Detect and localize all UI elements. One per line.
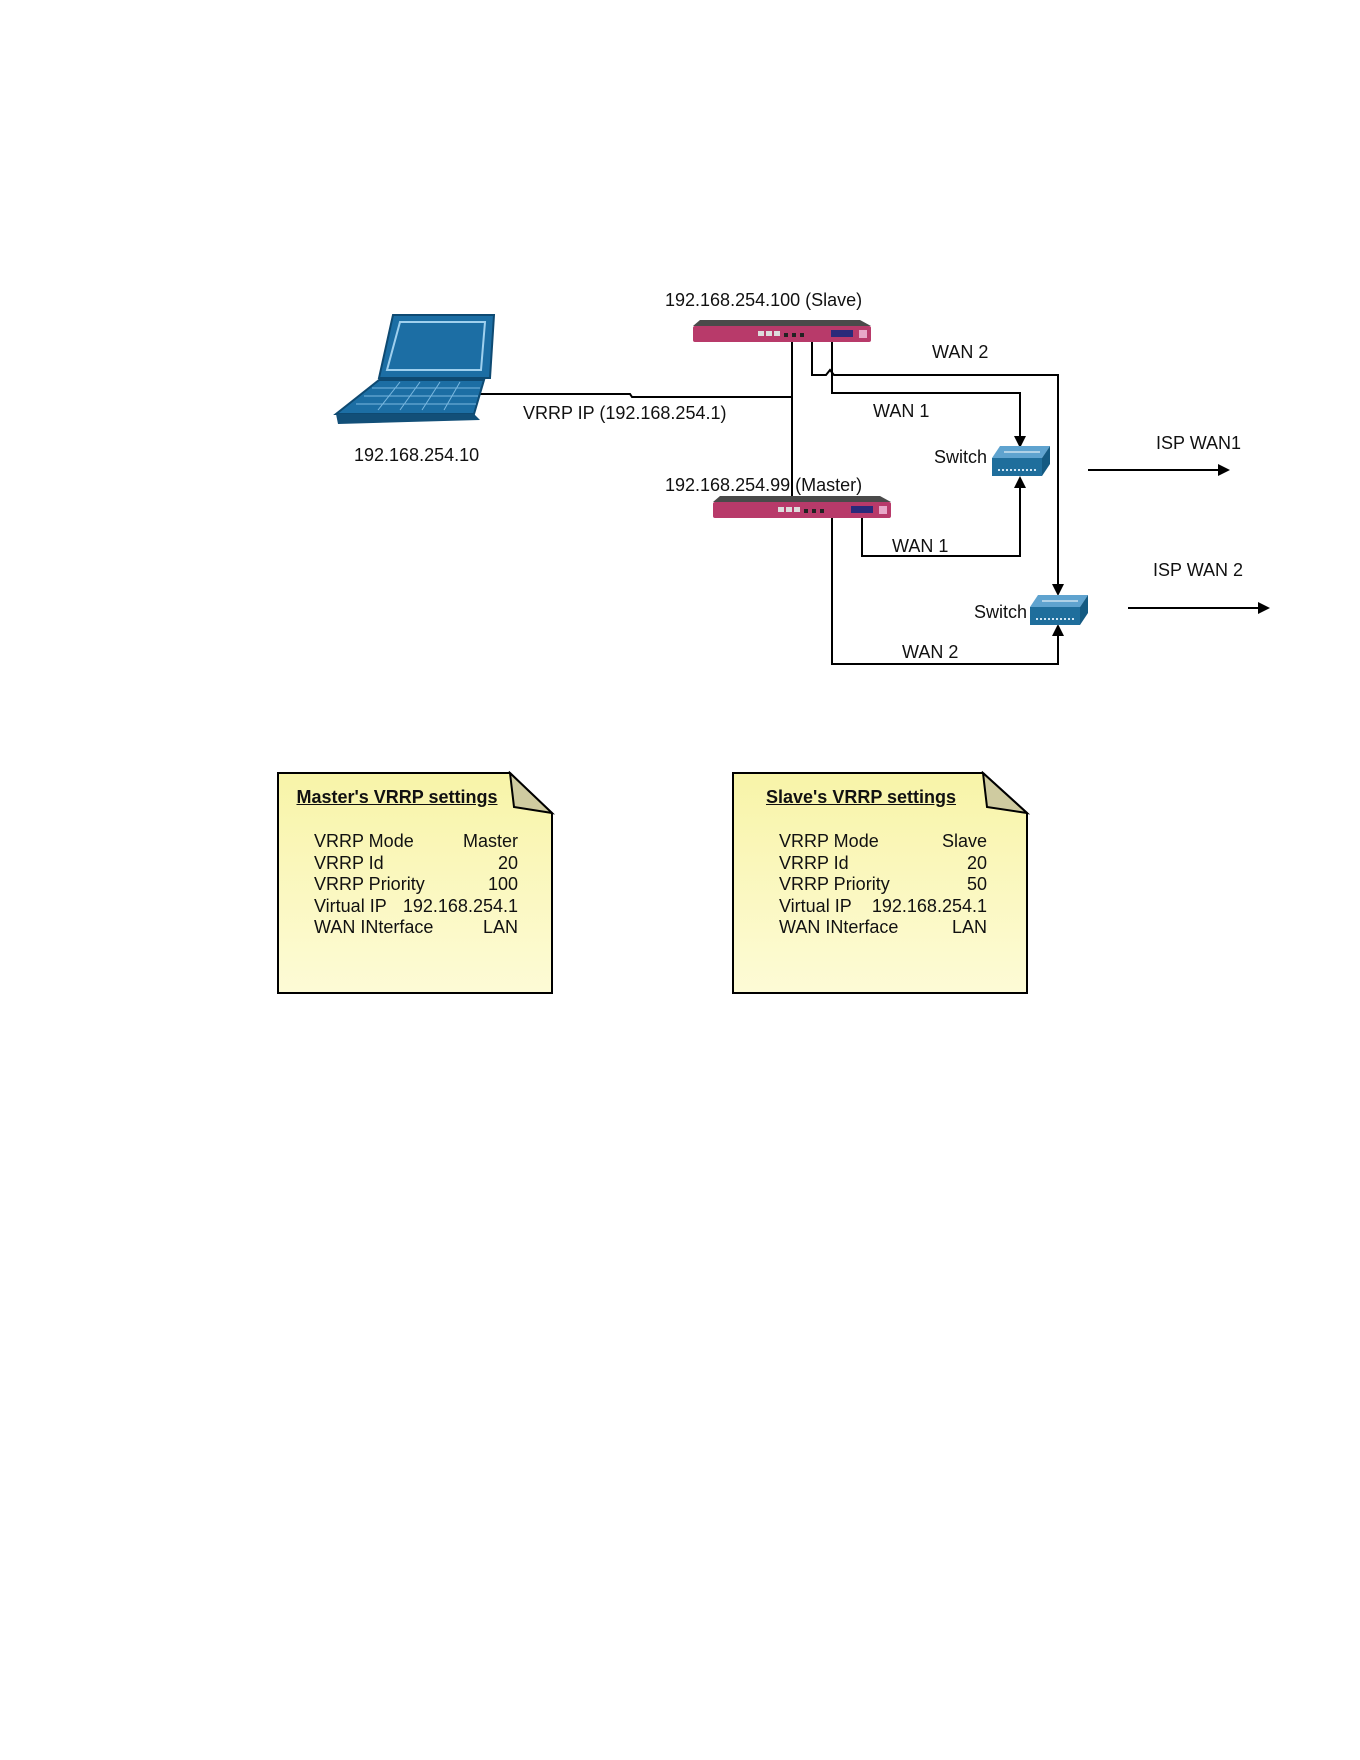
slave-router-icon bbox=[693, 320, 871, 342]
setting-key: Virtual IP bbox=[314, 895, 387, 916]
laptop-icon bbox=[333, 314, 496, 424]
switch1-label: Switch bbox=[934, 447, 988, 467]
slave-wan1-label: WAN 1 bbox=[873, 401, 930, 421]
master-note-title: Master's VRRP settings bbox=[296, 787, 498, 807]
setting-row: Virtual IP 192.168.254.1 bbox=[779, 896, 987, 918]
slave-router-label: 192.168.254.100 (Slave) bbox=[665, 290, 863, 310]
laptop-label: 192.168.254.10 bbox=[354, 445, 480, 465]
slave-note-title: Slave's VRRP settings bbox=[765, 787, 957, 807]
setting-row: VRRP Id 20 bbox=[314, 853, 518, 875]
vrrp-link-line bbox=[478, 393, 792, 398]
setting-value: 20 bbox=[497, 852, 518, 873]
switch1-icon bbox=[992, 446, 1050, 476]
setting-row: VRRP Mode Slave bbox=[779, 831, 987, 853]
setting-row: Virtual IP 192.168.254.1 bbox=[314, 896, 518, 918]
setting-key: VRRP Id bbox=[314, 852, 384, 873]
setting-value: LAN bbox=[482, 917, 518, 938]
setting-value: 100 bbox=[487, 874, 518, 895]
setting-row: VRRP Priority 50 bbox=[779, 874, 987, 896]
setting-key: WAN INterface bbox=[314, 917, 434, 938]
slave-settings-note: Slave's VRRP settings VRRP Mode Slave VRR… bbox=[731, 771, 1031, 996]
setting-row: VRRP Mode Master bbox=[314, 831, 518, 853]
master-router-icon bbox=[713, 496, 891, 518]
slave-wan2-line bbox=[811, 340, 1064, 596]
setting-value: Master bbox=[462, 831, 518, 851]
setting-key: Virtual IP bbox=[779, 895, 852, 916]
master-wan2-line bbox=[831, 516, 1064, 665]
setting-key: WAN INterface bbox=[779, 917, 899, 938]
isp-wan2-label: ISP WAN 2 bbox=[1153, 560, 1244, 580]
setting-row: VRRP Priority 100 bbox=[314, 874, 518, 896]
vrrp-ip-label: VRRP IP (192.168.254.1) bbox=[523, 403, 727, 423]
master-router-label: 192.168.254.99 (Master) bbox=[665, 475, 863, 495]
setting-key: VRRP Priority bbox=[779, 874, 890, 895]
setting-row: VRRP Id 20 bbox=[779, 853, 987, 875]
setting-key: VRRP Mode bbox=[314, 831, 414, 851]
setting-value: 50 bbox=[966, 874, 987, 895]
setting-key: VRRP Priority bbox=[314, 874, 425, 895]
master-settings-note: Master's VRRP settings VRRP Mode Master V… bbox=[276, 771, 556, 996]
setting-key: VRRP Id bbox=[779, 852, 849, 873]
slave-wan2-label: WAN 2 bbox=[932, 342, 989, 362]
isp-wan1-label: ISP WAN1 bbox=[1156, 433, 1242, 453]
switch2-label: Switch bbox=[974, 602, 1028, 622]
setting-value: 192.168.254.1 bbox=[402, 895, 518, 916]
setting-value: Slave bbox=[941, 831, 987, 851]
slave-settings-list: VRRP Mode Slave VRRP Id 20 VRRP Priority 50… bbox=[779, 831, 987, 939]
master-wan1-line bbox=[861, 476, 1026, 557]
setting-key: VRRP Mode bbox=[779, 831, 879, 851]
setting-row: WAN INterface LAN bbox=[314, 917, 518, 939]
setting-value: LAN bbox=[951, 917, 987, 938]
setting-value: 20 bbox=[966, 852, 987, 873]
master-wan2-label: WAN 2 bbox=[902, 642, 959, 662]
switch2-icon bbox=[1030, 595, 1088, 625]
master-wan1-label: WAN 1 bbox=[892, 536, 949, 556]
setting-row: WAN INterface LAN bbox=[779, 917, 987, 939]
slave-wan1-line bbox=[831, 340, 1026, 448]
connections bbox=[478, 340, 1270, 665]
setting-value: 192.168.254.1 bbox=[871, 895, 987, 916]
